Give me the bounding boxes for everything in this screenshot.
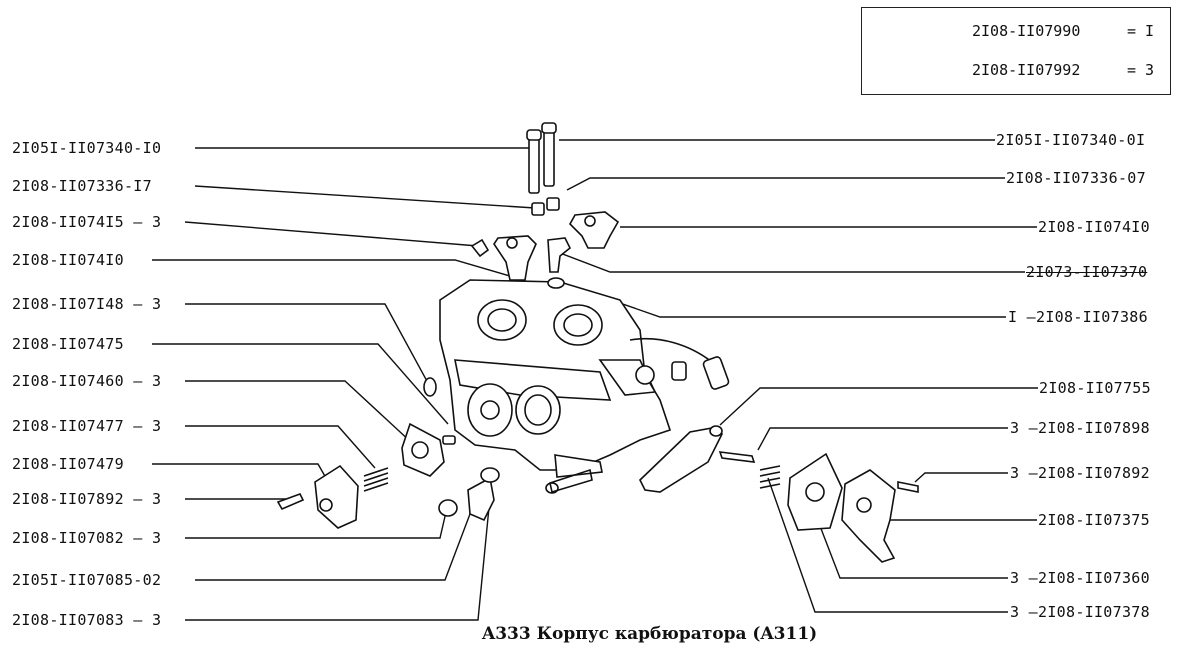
left-label-6: 2I08-II07475	[12, 335, 124, 353]
left-label-7: 2I08-II07460 – 3	[12, 372, 162, 390]
bushing-b	[546, 197, 560, 211]
right-label-9: 2I08-II07375	[1038, 511, 1150, 529]
diaphragm-cover	[401, 422, 445, 477]
left-label-9: 2I08-II07479	[12, 455, 124, 473]
diaphragm-seat	[467, 383, 513, 437]
leader-right-4	[559, 252, 1025, 273]
gasket-ring	[480, 467, 500, 483]
leader-right-2	[566, 177, 1005, 191]
screw-right-b	[897, 481, 919, 493]
jet-holder-left	[493, 235, 537, 281]
leader-right-10	[809, 499, 1008, 579]
left-label-2: 2I08-II07336-I7	[12, 177, 152, 195]
solenoid-plug	[702, 356, 730, 390]
wire-lead	[629, 337, 713, 363]
screw-left	[276, 493, 305, 511]
screw-long-b	[543, 127, 555, 187]
right-label-1: 2I05I-II07340-0I	[996, 131, 1146, 149]
choke-bore-right	[553, 304, 603, 346]
left-label-11: 2I08-II07082 – 3	[12, 529, 162, 547]
leader-left-13	[185, 486, 492, 621]
leader-left-4	[152, 259, 511, 277]
figure-caption: A333 Корпус карбюратора (A311)	[482, 624, 818, 644]
jet-holder-right	[569, 211, 620, 249]
right-label-8: 3 —2I08-II07892	[1010, 464, 1150, 482]
choke-bore-left	[477, 299, 527, 341]
cap-nut	[470, 238, 490, 258]
right-label-4: 2I073-II07370	[1026, 263, 1148, 281]
left-label-1: 2I05I-II07340-I0	[12, 139, 162, 157]
leader-left-7	[185, 380, 413, 444]
left-label-8: 2I08-II07477 – 3	[12, 417, 162, 435]
leader-right-7	[757, 427, 1008, 451]
leader-left-9	[152, 463, 327, 479]
leader-right-5	[567, 284, 1006, 318]
right-label-11: 3 —2I08-II07378	[1010, 603, 1150, 621]
legend-qty-1: = I	[1127, 22, 1155, 40]
left-label-13: 2I08-II07083 – 3	[12, 611, 162, 629]
legend-qty-2: = 3	[1127, 61, 1155, 79]
leader-right-6	[719, 387, 1038, 426]
leader-left-11	[185, 511, 447, 539]
right-label-6: 2I08-II07755	[1039, 379, 1151, 397]
elbow-fitting	[547, 237, 572, 273]
leader-left-8	[185, 425, 376, 469]
spring	[363, 467, 389, 492]
diaphragm-plate	[787, 452, 843, 531]
screw-right-a	[718, 451, 756, 463]
left-label-10: 2I08-II07892 – 3	[12, 490, 162, 508]
bracket-plate	[467, 476, 495, 522]
left-label-12: 2I05I-II07085-02	[12, 571, 162, 589]
o-ring	[547, 277, 565, 289]
pump-cover	[841, 469, 896, 563]
leader-right-11	[767, 477, 1008, 613]
seal-ring-a	[423, 377, 437, 397]
legend-part-2: 2I08-II07992	[972, 61, 1081, 79]
legend-box: 2I08-II07990 = I 2I08-II07992 = 3	[861, 7, 1171, 95]
small-screw	[442, 435, 456, 445]
leader-left-3	[184, 221, 479, 247]
left-label-5: 2I08-II07I48 – 3	[12, 295, 162, 313]
left-label-4: 2I08-II074I0	[12, 251, 124, 269]
bushing-a	[531, 202, 545, 216]
leader-right-8	[914, 472, 1008, 483]
right-label-3: 2I08-II074I0	[1038, 218, 1150, 236]
left-label-3: 2I08-II074I5 – 3	[12, 213, 162, 231]
right-label-7: 3 —2I08-II07898	[1010, 419, 1150, 437]
spring-right	[759, 465, 781, 489]
leader-left-12	[195, 513, 471, 581]
leader-left-2	[194, 185, 536, 209]
fuel-fitting	[639, 427, 724, 493]
right-label-5: I —2I08-II07386	[1008, 308, 1148, 326]
throttle-port	[515, 385, 561, 435]
leader-left-5	[185, 303, 429, 384]
right-label-10: 3 —2I08-II07360	[1010, 569, 1150, 587]
cover-housing	[314, 464, 359, 529]
leader-left-6	[152, 343, 449, 425]
legend-part-1: 2I08-II07990	[972, 22, 1081, 40]
plug-nut	[438, 499, 458, 517]
screw-long-a	[528, 134, 540, 194]
right-label-2: 2I08-II07336-07	[1006, 169, 1146, 187]
